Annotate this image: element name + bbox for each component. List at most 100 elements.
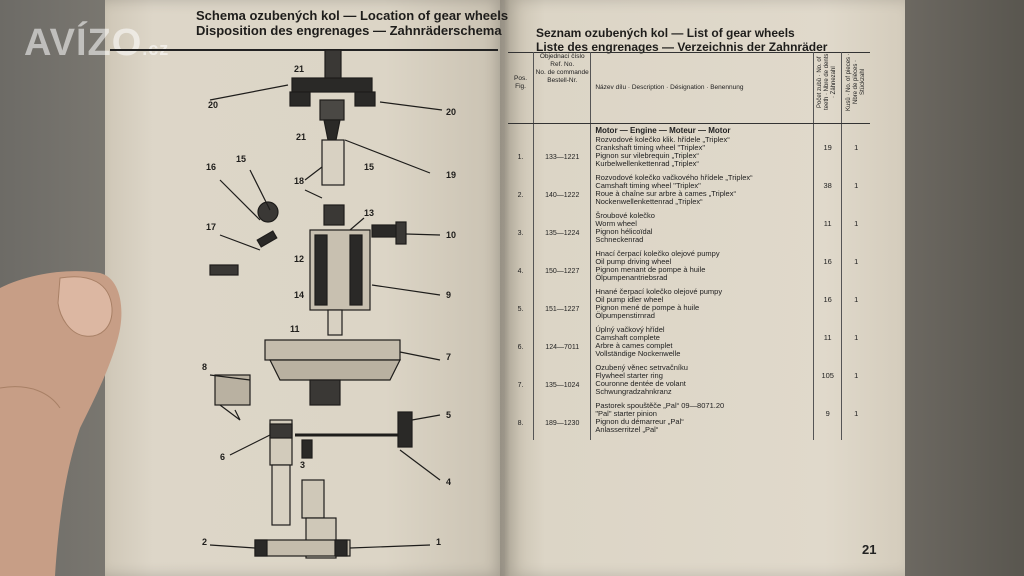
row-teeth: 105: [813, 364, 843, 402]
row-pos: 1.: [508, 136, 535, 174]
description-line: Pignon hélicoïdal: [595, 227, 653, 236]
row-pos: 4.: [508, 250, 535, 288]
callout-15-right: 15: [364, 162, 374, 172]
description-line: Úplný vačkový hřídel: [595, 325, 665, 334]
row-teeth: 11: [813, 326, 843, 364]
row-description: Pastorek spouštěče „Pal“ 09—8071.20"Pal"…: [590, 401, 814, 440]
holding-thumb: [0, 271, 122, 576]
book-spine: [500, 0, 510, 576]
row-pos: 8.: [508, 402, 535, 440]
description-line: Hnací čerpací kolečko olejové pumpy: [595, 249, 720, 258]
callout-17: 17: [206, 222, 216, 232]
description-line: Pignon sur vilebrequin „Triplex“: [595, 151, 699, 160]
row-ref: 151—1227: [533, 288, 592, 326]
callout-19: 19: [446, 170, 456, 180]
callout-20-right: 20: [446, 107, 456, 117]
callout-16: 16: [206, 162, 216, 172]
right-heading-line-2: Liste des engrenages — Verzeichnis der Z…: [536, 40, 828, 54]
row-ref: 124—7011: [533, 326, 592, 364]
table-header: Pos. Fig. Objednací číslo Ref. No. No. d…: [508, 52, 870, 124]
description-line: Pastorek spouštěče „Pal“ 09—8071.20: [595, 401, 725, 410]
callout-11: 11: [290, 324, 300, 334]
row-qty: 1: [854, 143, 859, 152]
description-line: Schneckenrad: [595, 235, 644, 244]
left-heading-line-1: Schema ozubených kol — Location of gear …: [196, 8, 509, 23]
description-line: Schwungradzahnkranz: [595, 387, 672, 396]
row-teeth: 16: [813, 288, 843, 326]
header-teeth: Počet zubů · No. of teeth · Nbre de dent…: [813, 52, 843, 124]
description-line: Worm wheel: [595, 219, 637, 228]
description-line: Anlasserritzel „Pal“: [595, 425, 659, 434]
gear-location-diagram: 21 20 20 21 18 19 16 15 15 17 13 10 12 1…: [202, 49, 456, 559]
description-line: Šroubové kolečko: [595, 211, 655, 220]
callout-14: 14: [294, 290, 304, 300]
callout-15-left: 15: [236, 154, 246, 164]
description-line: Camshaft complete: [595, 333, 660, 342]
description-line: Couronne dentée de volant: [595, 379, 686, 388]
header-qty: Kusů · No. of pieces · Nbre de pièces · …: [841, 52, 870, 124]
row-qty: 1: [854, 333, 859, 342]
page-number: 21: [862, 542, 877, 557]
row-qty: 1: [854, 371, 859, 380]
callout-5: 5: [446, 410, 451, 420]
callout-18: 18: [294, 176, 304, 186]
watermark-brand: AVÍZO: [24, 22, 143, 64]
row-teeth: 9: [813, 402, 843, 440]
header-pos: Pos. Fig.: [508, 52, 535, 124]
description-line: Oil pump idler wheel: [595, 295, 664, 304]
description-line: Pignon du démarreur „Pal“: [595, 417, 684, 426]
section-row: Motor — Engine — Moteur — Motor: [508, 123, 870, 136]
section-title: Motor — Engine — Moteur — Motor: [590, 123, 814, 136]
row-ref: 133—1221: [533, 136, 592, 174]
background-right: [894, 0, 1024, 576]
callout-4: 4: [446, 477, 451, 487]
row-teeth: 16: [813, 250, 843, 288]
callout-7: 7: [446, 352, 451, 362]
row-teeth: 38: [813, 174, 843, 212]
description-line: Rozvodové kolečko klik. hřídele „Triplex…: [595, 135, 730, 144]
description-line: Rozvodové kolečko vačkového hřídele „Tri…: [595, 173, 753, 182]
description-line: Roue à chaîne sur arbre à cames „Triplex…: [595, 189, 736, 198]
description-line: Pignon mené de pompe à huile: [595, 303, 700, 312]
row-ref: 135—1024: [533, 364, 592, 402]
description-line: Camshaft timing wheel "Triplex": [595, 181, 701, 190]
row-pos: 6.: [508, 326, 535, 364]
row-qty: 1: [854, 181, 859, 190]
row-teeth: 19: [813, 136, 843, 174]
row-description: Rozvodové kolečko klik. hřídele „Triplex…: [590, 135, 814, 174]
description-line: Crankshaft timing wheel "Triplex": [595, 143, 706, 152]
left-heading-line-2: Disposition des engrenages — Zahnrädersc…: [196, 23, 502, 38]
row-ref: 150—1227: [533, 250, 592, 288]
callout-8: 8: [202, 362, 207, 372]
description-line: Ozubený věnec setrvačníku: [595, 363, 688, 372]
callout-10: 10: [446, 230, 456, 240]
callout-21-mid: 21: [296, 132, 306, 142]
row-teeth: 11: [813, 212, 843, 250]
callout-6: 6: [220, 452, 225, 462]
gear-wheel-table: Pos. Fig. Objednací číslo Ref. No. No. d…: [508, 52, 870, 440]
callout-2: 2: [202, 537, 207, 547]
description-line: Nockenwellenkettenrad „Triplex“: [595, 197, 703, 206]
left-page-heading: Schema ozubených kol — Location of gear …: [196, 8, 508, 38]
description-line: Hnané čerpací kolečko olejové pumpy: [595, 287, 723, 296]
heading-rule: [110, 49, 498, 51]
callout-1: 1: [436, 537, 441, 547]
description-line: Pignon menant de pompe à huile: [595, 265, 706, 274]
right-page-heading: Seznam ozubených kol — List of gear whee…: [536, 26, 827, 54]
row-ref: 135—1224: [533, 212, 592, 250]
callout-9: 9: [446, 290, 451, 300]
header-description: Název dílu · Description · Désignation ·…: [590, 52, 814, 124]
row-ref: 140—1222: [533, 174, 592, 212]
row-pos: 7.: [508, 364, 535, 402]
row-qty: 1: [854, 219, 859, 228]
callout-13: 13: [364, 208, 374, 218]
